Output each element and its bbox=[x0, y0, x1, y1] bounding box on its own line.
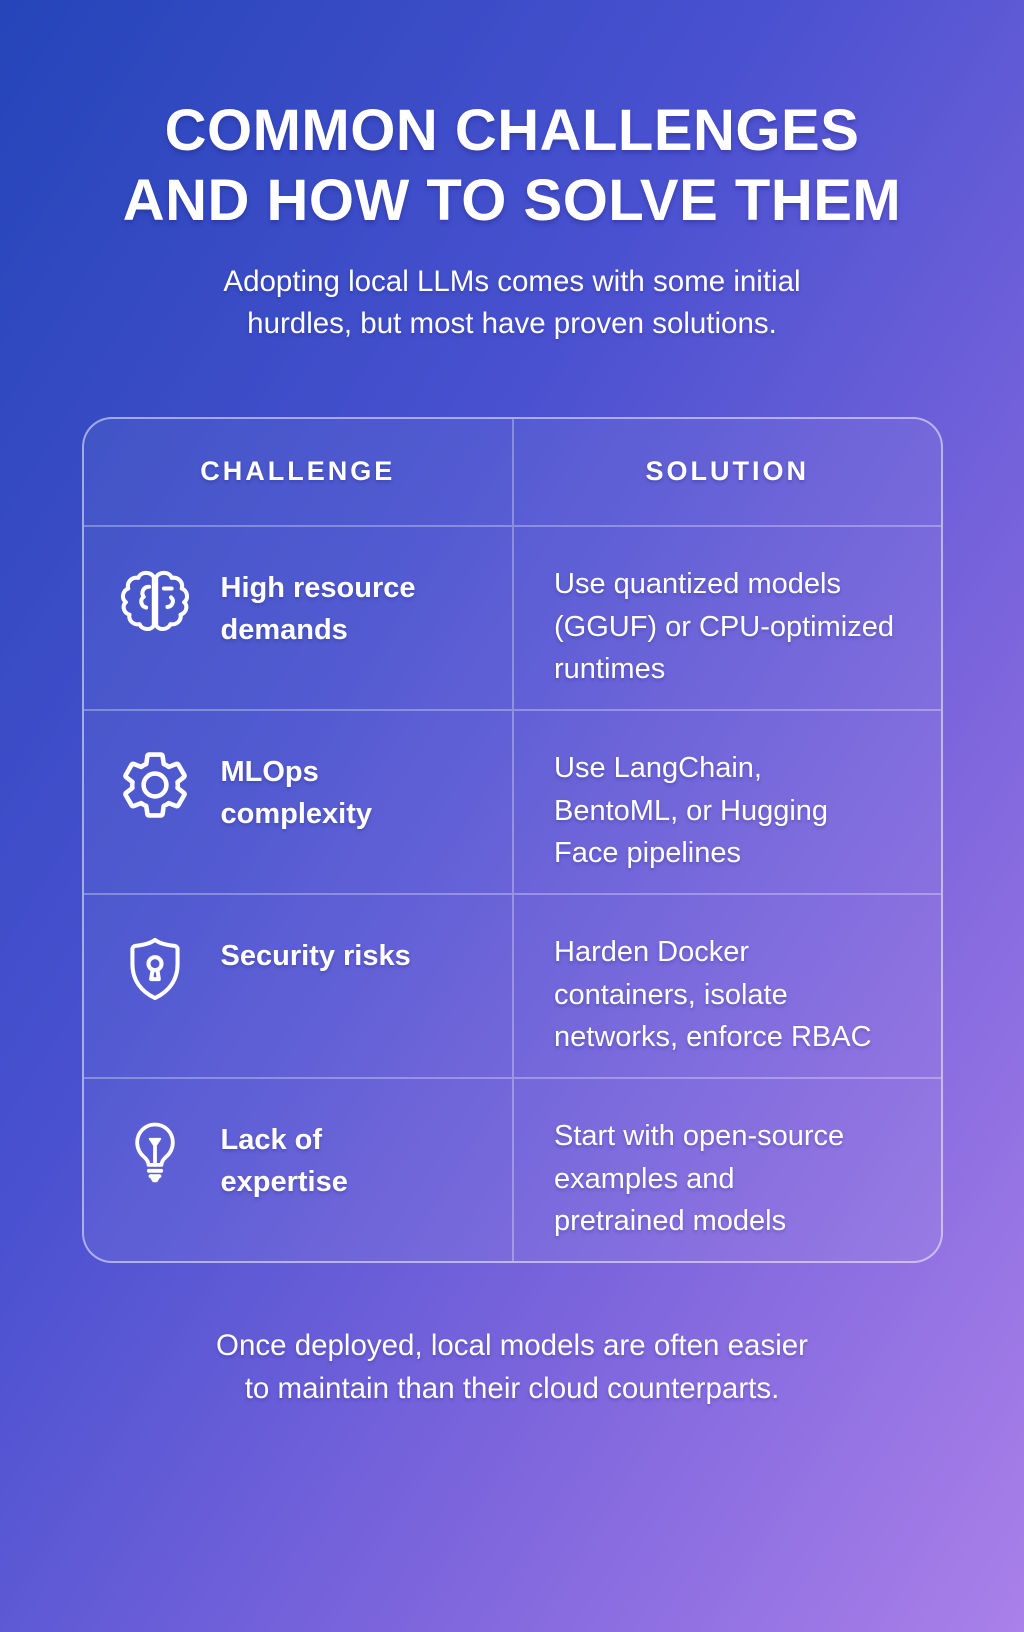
table-row-2-challenge-cell: MLOps complexity bbox=[83, 708, 512, 893]
table-row-4-challenge-cell: Lack of expertise bbox=[83, 1076, 512, 1261]
column-header-challenge: CHALLENGE bbox=[200, 456, 396, 487]
challenge-solution-table: CHALLENGE SOLUTION High resource demands… bbox=[81, 416, 943, 1263]
lightbulb-icon bbox=[117, 1115, 193, 1191]
table-row-3-challenge-cell: Security risks bbox=[83, 892, 512, 1077]
gear-icon bbox=[117, 747, 193, 823]
challenge-label: High resource demands bbox=[220, 571, 416, 646]
infographic-poster: COMMON CHALLENGES AND HOW TO SOLVE THEM … bbox=[0, 96, 1024, 1632]
brain-icon bbox=[117, 563, 193, 639]
shield-lock-icon bbox=[117, 931, 193, 1007]
table-row-2-solution-cell: Use LangChain, BentoML, or Hugging Face … bbox=[512, 708, 941, 893]
column-header-solution: SOLUTION bbox=[512, 418, 941, 525]
page-subtitle: Adopting local LLMs comes with some init… bbox=[223, 265, 801, 341]
table-row-3-solution-cell: Harden Docker containers, isolate networ… bbox=[512, 892, 941, 1077]
footer-note: Once deployed, local models are often ea… bbox=[216, 1328, 808, 1405]
table-row-1-solution-cell: Use quantized models (GGUF) or CPU-optim… bbox=[512, 524, 941, 709]
table-row-1-challenge-cell: High resource demands bbox=[83, 524, 512, 709]
challenge-label: Lack of expertise bbox=[220, 1123, 348, 1198]
challenge-label: Security risks bbox=[220, 939, 411, 972]
table-row-4-solution-cell: Start with open-source examples and pret… bbox=[512, 1076, 941, 1261]
challenge-label: MLOps complexity bbox=[220, 755, 373, 830]
page-title: COMMON CHALLENGES AND HOW TO SOLVE THEM bbox=[122, 98, 902, 233]
